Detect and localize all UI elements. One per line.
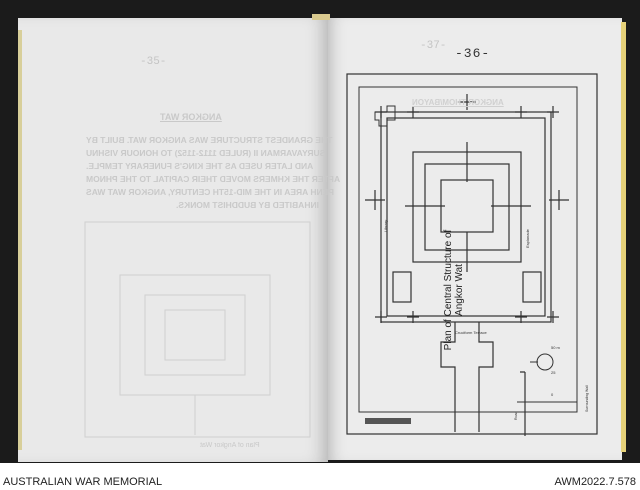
ghost-plan (84, 221, 311, 438)
road-hatch (365, 418, 411, 424)
right-page (328, 18, 622, 460)
label-library: Library (383, 219, 388, 232)
left-page (18, 18, 328, 462)
label-cruciform: Cruciform Terrace (455, 330, 487, 335)
ghost-line: SURYAVARMAN II (RULED 1112-1152) TO HONO… (86, 148, 326, 158)
ghost-line: AFTER THE KHMERS MOVED THEIR CAPITAL TO … (86, 174, 341, 184)
ghost-line: INHABITED BY BUDDHIST MONKS. (176, 200, 319, 210)
ghost-line: THE GRANDEST STRUCTURE WAS ANGKOR WAT. B… (86, 135, 333, 145)
label-wall: Surrounding Wall (585, 385, 589, 412)
ghost-heading-right: ANGKOR THOM/BAYON (412, 98, 504, 107)
label-road: Road (514, 411, 518, 420)
angkor-wat-plan (346, 73, 598, 436)
ghost-line: AND LATER USED AS THE KING'S FUNERARY TE… (86, 161, 314, 171)
scale-50: 50 m (551, 345, 560, 350)
ghost-heading: ANGKOR WAT (160, 112, 222, 122)
bookmark-tab (312, 14, 330, 20)
plan-title: Plan of Central Structure of Angkor Wat (443, 229, 465, 351)
left-page-edge (18, 30, 22, 450)
accession-number: AWM2022.7.578 (554, 476, 636, 488)
page-number: -36- (455, 46, 491, 61)
institution-credit: AUSTRALIAN WAR MEMORIAL (3, 476, 163, 488)
scale-0: 0 (551, 392, 554, 397)
ghost-line: PENH AREA IN THE MID-15TH CENTURY, ANGKO… (86, 187, 334, 197)
label-esplanade: Esplanade (525, 229, 530, 248)
ghost-page-number-right: -37- (420, 40, 447, 52)
page-edge-yellow (621, 22, 626, 452)
scale-25: 25 (551, 370, 556, 375)
ghost-page-number: -35- (140, 56, 167, 68)
ghost-caption: Plan of Angkor Wat (200, 442, 260, 449)
